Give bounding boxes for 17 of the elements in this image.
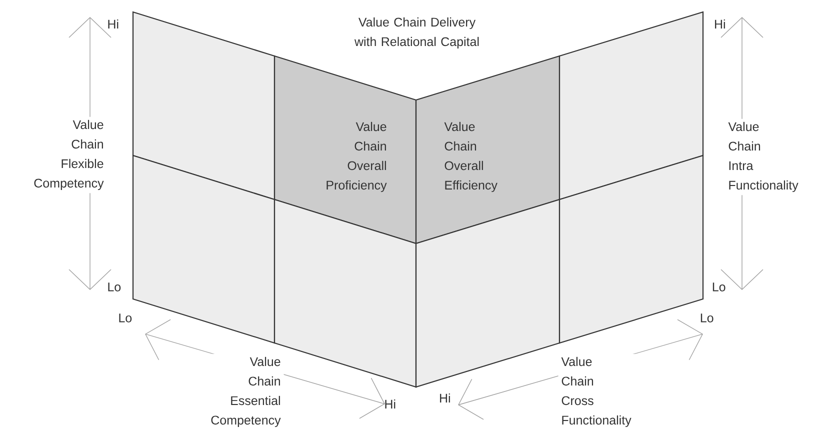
quadrant-cell: Value Chain Overall Proficiency	[274, 55, 417, 244]
panel-cell	[132, 154, 276, 344]
axis-end-label: Hi	[440, 393, 450, 403]
axis-end-label: Hi	[385, 399, 396, 409]
axis-end-label: Hi	[715, 19, 725, 29]
axis-title: Value Chain Cross Functionality	[558, 354, 640, 430]
axis-title: Value Chain Flexible Competency	[24, 116, 107, 194]
quadrant-cell: Value Chain Overall Efficiency	[415, 55, 560, 244]
axis-end-label: Lo	[108, 282, 121, 292]
axis-end-label: Lo	[700, 314, 714, 322]
axis-title: Value Chain Essential Competency	[202, 354, 284, 430]
panel-cell	[558, 11, 704, 200]
axis-title: Value Chain Intra Functionality	[725, 118, 808, 196]
panel-cell	[132, 11, 276, 200]
axis-end-label: Hi	[108, 19, 118, 29]
panel-cell	[415, 198, 560, 388]
title: Value Chain Delivery with Relational Capital	[354, 17, 479, 49]
